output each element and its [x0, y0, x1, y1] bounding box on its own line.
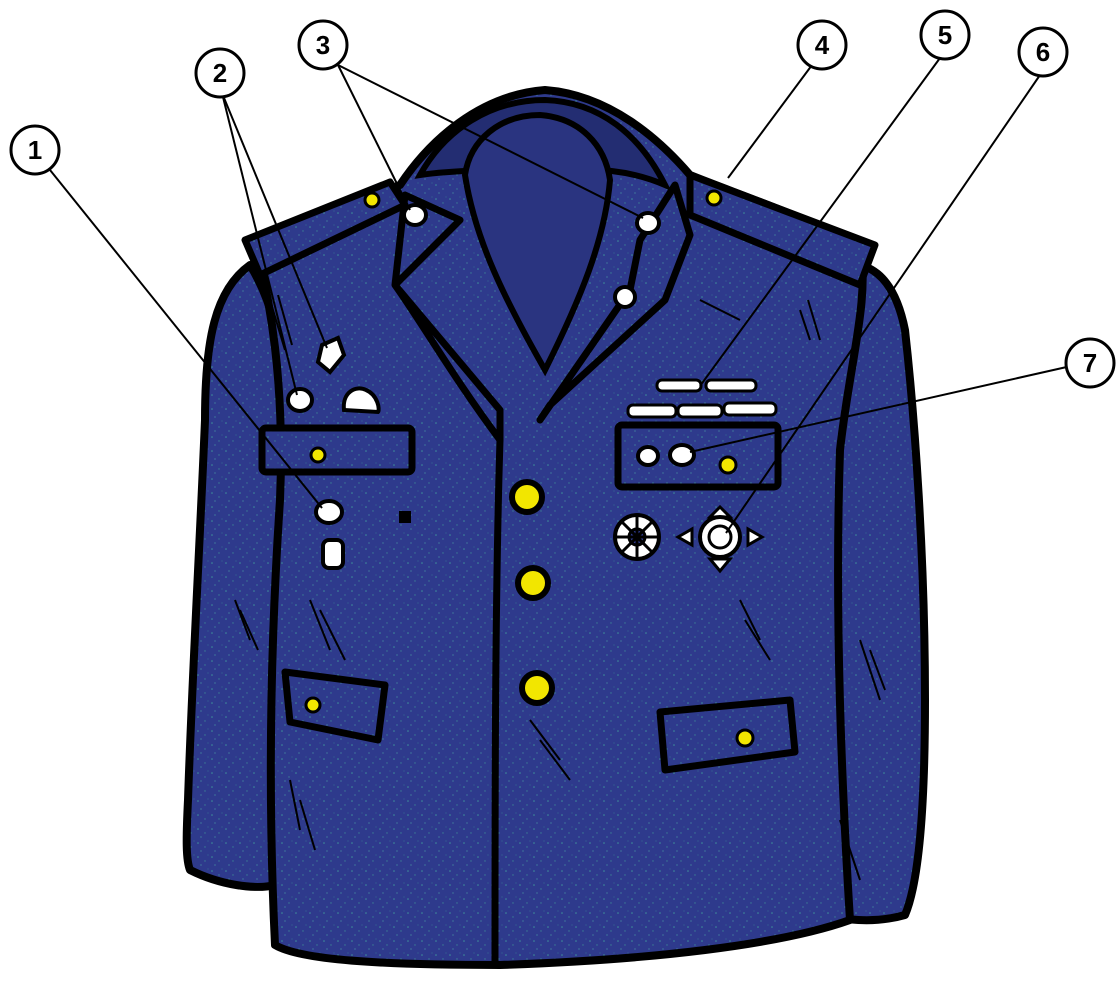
- small-square-mark: [399, 511, 411, 523]
- right-lower-pocket-button: [737, 730, 753, 746]
- callout-1: 1: [11, 126, 59, 174]
- callout-3: 3: [299, 21, 347, 69]
- front-button-middle: [518, 568, 548, 598]
- front-button-bottom: [522, 673, 552, 703]
- callout-1-label: 1: [28, 135, 42, 165]
- left-chest-pocket-button: [311, 448, 325, 462]
- callout-3-label: 3: [316, 30, 330, 60]
- lapel-pin: [615, 287, 635, 307]
- left-pocket-tab-badge: [323, 540, 343, 568]
- callout-2: 2: [196, 49, 244, 97]
- callout-2-label: 2: [213, 58, 227, 88]
- left-chest-round-badge: [288, 389, 312, 411]
- right-shoulder-button: [707, 191, 721, 205]
- callout-5-label: 5: [938, 20, 952, 50]
- wheel-medal: [615, 515, 659, 559]
- right-pocket-badge-a: [638, 447, 658, 465]
- callout-4-label: 4: [815, 30, 830, 60]
- right-chest-pocket-button: [720, 457, 736, 473]
- left-shoulder-button: [365, 193, 379, 207]
- callout-4: 4: [798, 21, 846, 69]
- callout-7: 7: [1066, 339, 1114, 387]
- leader-line-4: [728, 65, 812, 178]
- callout-7-label: 7: [1083, 348, 1097, 378]
- right-pocket-badge-b: [670, 445, 694, 465]
- left-chest-pocket-flap: [262, 428, 412, 472]
- callout-6: 6: [1019, 28, 1067, 76]
- jacket: [187, 90, 925, 965]
- callout-6-label: 6: [1036, 37, 1050, 67]
- left-lower-pocket-button: [306, 698, 320, 712]
- left-collar-insignia: [404, 205, 426, 225]
- callout-5: 5: [921, 11, 969, 59]
- front-button-top: [512, 482, 542, 512]
